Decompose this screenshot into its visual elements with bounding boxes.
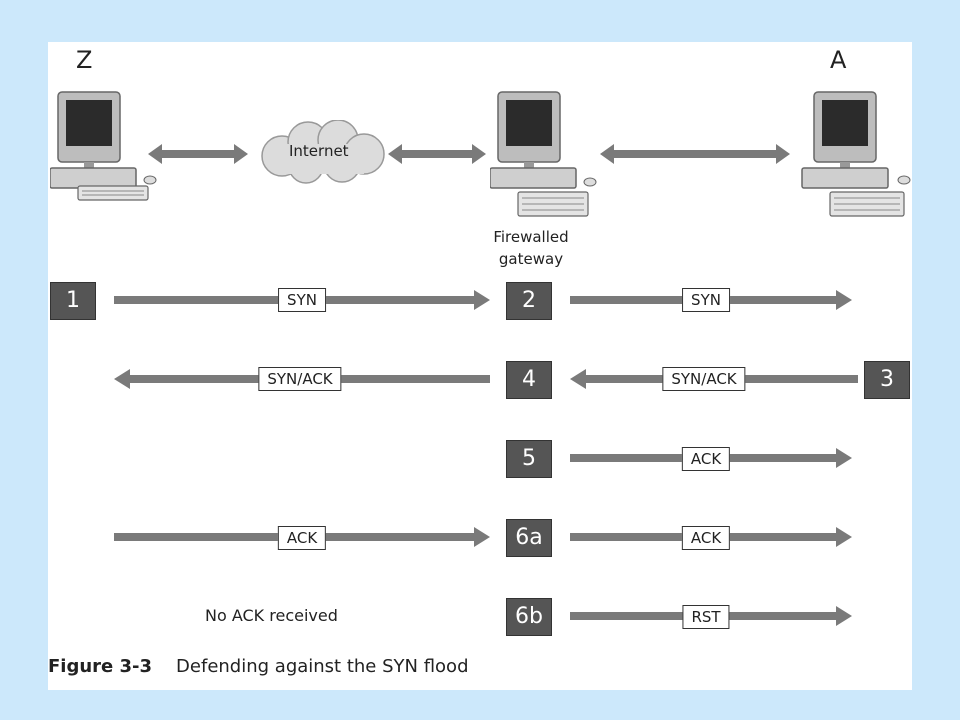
- gateway-label: Firewalled gateway: [471, 226, 591, 270]
- diagram-panel: Z A: [48, 42, 912, 690]
- step-2-box: 2: [506, 282, 552, 320]
- synack-packet-left: SYN/ACK: [258, 367, 342, 391]
- ack-packet-step5: ACK: [681, 447, 731, 471]
- node-label-z: Z: [76, 46, 93, 74]
- computer-z-icon: [50, 90, 160, 202]
- link-z-internet: [148, 144, 248, 164]
- step-5-box: 5: [506, 440, 552, 478]
- computer-a-icon: [800, 90, 912, 220]
- gateway-label-line1: Firewalled: [493, 228, 569, 246]
- gateway-computer-icon: [490, 90, 600, 220]
- step-3-box: 3: [864, 361, 910, 399]
- syn-packet-right: SYN: [682, 288, 730, 312]
- synack-packet-right: SYN/ACK: [662, 367, 746, 391]
- step-1-box: 1: [50, 282, 96, 320]
- figure-caption: Figure 3-3 Defending against the SYN floo…: [48, 656, 469, 677]
- step-6b-box: 6b: [506, 598, 552, 636]
- node-label-a: A: [830, 46, 847, 74]
- figure-number: Figure 3-3: [48, 656, 153, 677]
- internet-cloud-icon: [252, 119, 392, 188]
- syn-packet-left: SYN: [278, 288, 326, 312]
- ack-packet-right: ACK: [681, 526, 731, 550]
- rst-packet: RST: [682, 605, 730, 629]
- step-4-box: 4: [506, 361, 552, 399]
- ack-packet-left: ACK: [277, 526, 327, 550]
- link-internet-gateway: [388, 144, 486, 164]
- internet-label: Internet: [289, 142, 349, 160]
- step-6a-box: 6a: [506, 519, 552, 557]
- figure-title: Defending against the SYN flood: [176, 656, 469, 677]
- gateway-label-line2: gateway: [498, 250, 564, 268]
- link-gateway-a: [600, 144, 790, 164]
- no-ack-note: No ACK received: [205, 606, 338, 625]
